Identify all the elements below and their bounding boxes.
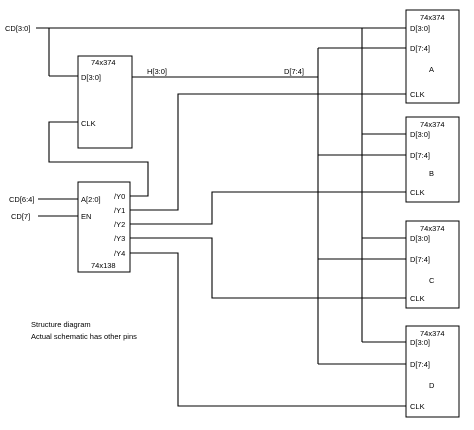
d-bus-label: D[7:4] [284, 67, 304, 76]
cd-bus-label: CD[3:0] [5, 24, 30, 33]
register-a: 74x374 D[3:0] D[7:4] A CLK [405, 9, 460, 104]
note-line-2: Actual schematic has other pins [31, 332, 137, 341]
register-d: 74x374 D[3:0] D[7:4] D CLK [405, 325, 460, 418]
register-c: 74x374 D[3:0] D[7:4] C CLK [405, 220, 460, 309]
register-d-part: 74x374 [420, 329, 445, 338]
note-line-1: Structure diagram [31, 320, 91, 329]
register-a-name: A [429, 65, 434, 74]
register-c-clock: CLK [410, 294, 425, 303]
register-a-clock: CLK [410, 90, 425, 99]
register-c-box [405, 220, 460, 309]
cd-enable-label: CD[7] [11, 212, 30, 221]
register-b-clock: CLK [410, 188, 425, 197]
decoder-output-y3: /Y3 [114, 234, 125, 243]
latch-clock-label: CLK [81, 119, 96, 128]
register-a-part: 74x374 [420, 13, 445, 22]
register-b-pin-high: D[7:4] [410, 151, 430, 160]
decoder-output-y1: /Y1 [114, 206, 125, 215]
latch-input-label: D[3:0] [81, 73, 101, 82]
register-b-box [405, 116, 460, 203]
decoder-output-y4: /Y4 [114, 249, 125, 258]
register-d-pin-low: D[3:0] [410, 338, 430, 347]
decoder-part-label: 74x138 [91, 261, 116, 270]
decoder-output-y2: /Y2 [114, 220, 125, 229]
register-b-part: 74x374 [420, 120, 445, 129]
register-a-pin-low: D[3:0] [410, 24, 430, 33]
y2-to-register-b-clk-wire [130, 191, 406, 225]
y1-to-register-a-clk-wire [130, 93, 406, 211]
register-d-name: D [429, 381, 435, 390]
register-a-pin-high: D[7:4] [410, 44, 430, 53]
y0-to-latch-clk-wire [48, 121, 149, 197]
y3-to-register-c-clk-wire [130, 237, 406, 299]
register-c-name: C [429, 276, 435, 285]
latch-box [77, 55, 133, 149]
wires [36, 27, 406, 407]
h-bus-label: H[3:0] [147, 67, 167, 76]
cd-select-label: CD[6:4] [9, 195, 34, 204]
register-d-box [405, 325, 460, 418]
y4-to-register-d-clk-wire [130, 252, 406, 407]
latch-74x374: 74x374 D[3:0] CLK [77, 55, 133, 149]
register-a-box [405, 9, 460, 104]
latch-part-label: 74x374 [91, 58, 116, 67]
register-c-pin-low: D[3:0] [410, 234, 430, 243]
decoder-enable-pin: EN [81, 212, 91, 221]
decoder-select-pin: A[2:0] [81, 195, 101, 204]
decoder-output-y0: /Y0 [114, 192, 125, 201]
register-c-pin-high: D[7:4] [410, 255, 430, 264]
decoder-74x138: A[2:0] EN /Y0 /Y1 /Y2 /Y3 /Y4 74x138 [77, 181, 131, 273]
decoder-box [77, 181, 131, 273]
register-d-pin-high: D[7:4] [410, 360, 430, 369]
register-b: 74x374 D[3:0] D[7:4] B CLK [405, 116, 460, 203]
register-d-clock: CLK [410, 402, 425, 411]
register-c-part: 74x374 [420, 224, 445, 233]
register-b-pin-low: D[3:0] [410, 130, 430, 139]
register-b-name: B [429, 169, 434, 178]
